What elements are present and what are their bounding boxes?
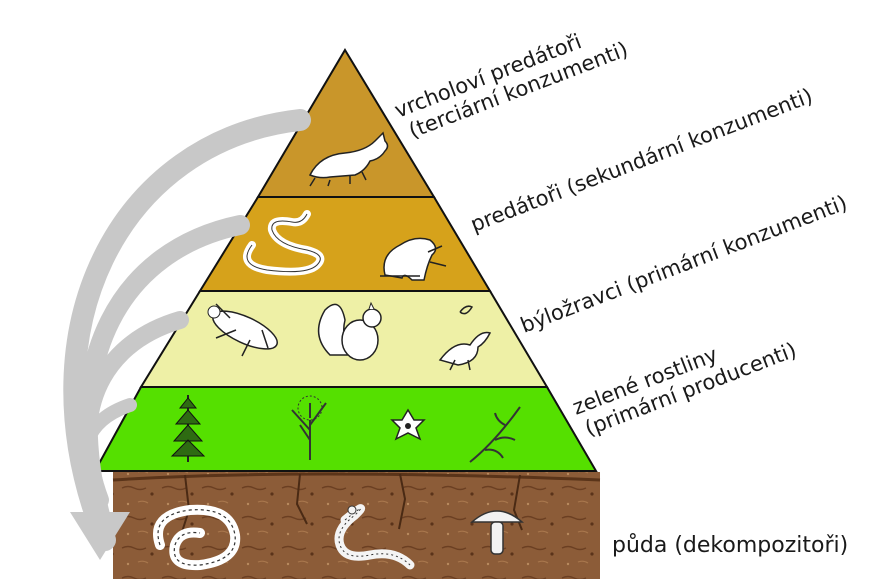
label-apex: vrcholoví predátoři (terciární konzument… <box>391 15 631 145</box>
label-producers: zelené rostliny (primární producenti) <box>569 315 799 442</box>
soil-level <box>113 472 600 579</box>
label-predators: predátoři (sekundární konzumenti) <box>467 84 816 237</box>
predators-level <box>200 197 490 291</box>
label-soil-line1: půda (dekompozitoři) <box>612 533 848 558</box>
label-predators-line1: predátoři (sekundární konzumenti) <box>467 84 816 237</box>
label-herbivores-line1: býložravci (primární konzumenti) <box>517 191 850 338</box>
label-soil: půda (dekompozitoři) <box>612 533 848 558</box>
producers-level <box>95 387 596 471</box>
label-herbivores: býložravci (primární konzumenti) <box>517 191 850 338</box>
